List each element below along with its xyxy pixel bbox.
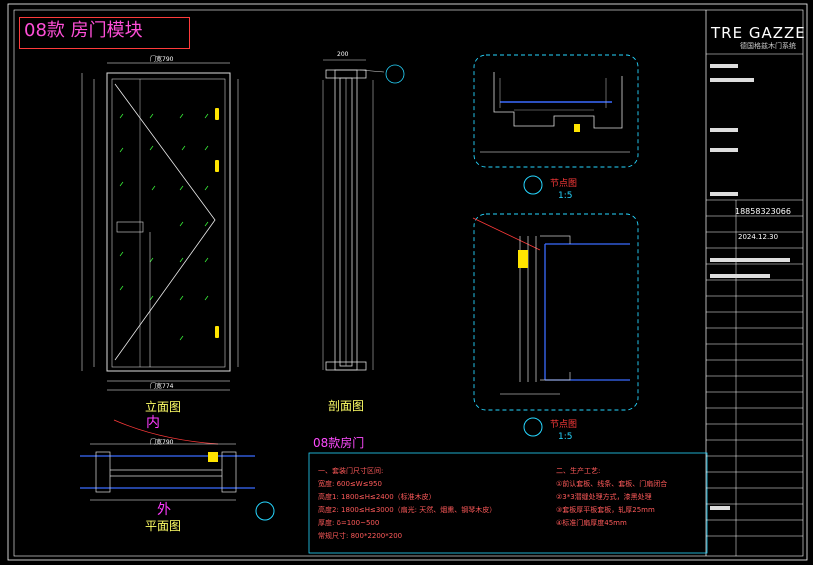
plan-view bbox=[80, 419, 275, 521]
dim-section-width: 200 bbox=[337, 51, 349, 58]
spec-right-line: ①前认套板、线条、套板、门扇闭合 bbox=[556, 480, 668, 488]
node-detail-top bbox=[473, 54, 639, 195]
phone-number: 18858323066 bbox=[735, 207, 791, 216]
dim-plan-width: 门宽790 bbox=[150, 439, 174, 446]
spec-right-line: ③套板厚平板套板，轧厚25mm bbox=[556, 506, 655, 514]
door-model-label: 08款房门 bbox=[313, 436, 365, 450]
drawing-title: 08款 房门模块 bbox=[24, 20, 143, 41]
title-frame bbox=[19, 17, 190, 49]
elevation-view bbox=[81, 62, 239, 391]
inside-label: 内 bbox=[146, 415, 160, 431]
spec-right: 二、生产工艺: ①前认套板、线条、套板、门扇闭合 ②3*3潜缝处理方式，漆黑处理… bbox=[556, 466, 667, 528]
outer-frame bbox=[7, 3, 808, 561]
brand-subtitle: 德国格兹木门系统 bbox=[740, 42, 796, 50]
spec-right-line: ④标准门扇厚度45mm bbox=[556, 519, 627, 527]
plan-label: 平面图 bbox=[145, 519, 182, 533]
outside-label: 外 bbox=[157, 502, 171, 518]
spec-left-line: 常规尺寸: 800*2200*200 bbox=[318, 532, 403, 540]
brand-logo: TRE GAZZE bbox=[711, 24, 806, 42]
spec-left-line: 厚度: δ=100~500 bbox=[318, 519, 380, 527]
node-detail-bottom bbox=[472, 213, 639, 437]
node-label-top: 节点图 bbox=[550, 179, 578, 189]
spec-left-heading: 一、套装门尺寸区间: bbox=[318, 467, 384, 475]
node-scale-top: 1:5 bbox=[558, 191, 573, 201]
section-view bbox=[322, 59, 405, 371]
section-label: 剖面图 bbox=[328, 399, 365, 413]
spec-left-line: 宽度: 600≤W≤950 bbox=[318, 480, 382, 488]
drawing-date: 2024.12.30 bbox=[738, 233, 779, 241]
spec-box bbox=[308, 452, 708, 554]
spec-right-heading: 二、生产工艺: bbox=[556, 467, 601, 475]
spec-right-line: ②3*3潜缝处理方式，漆黑处理 bbox=[556, 493, 652, 501]
dim-door-width-bottom: 门宽774 bbox=[150, 383, 174, 390]
elevation-label: 立面图 bbox=[145, 400, 182, 414]
title-block-blocks bbox=[710, 64, 790, 510]
inner-frame bbox=[13, 9, 804, 557]
dim-door-width-top: 门宽790 bbox=[150, 56, 174, 63]
spec-left: 一、套装门尺寸区间: 宽度: 600≤W≤950 高度1: 1800≤H≤240… bbox=[318, 466, 496, 541]
node-label-bottom: 节点图 bbox=[550, 420, 578, 430]
spec-left-line: 高度2: 1800≤H≤3000（扇光: 天然、烟熏、钢琴木皮） bbox=[318, 506, 497, 514]
spec-left-line: 高度1: 1800≤H≤2400（标准木皮） bbox=[318, 493, 436, 501]
node-scale-bottom: 1:5 bbox=[558, 432, 573, 442]
